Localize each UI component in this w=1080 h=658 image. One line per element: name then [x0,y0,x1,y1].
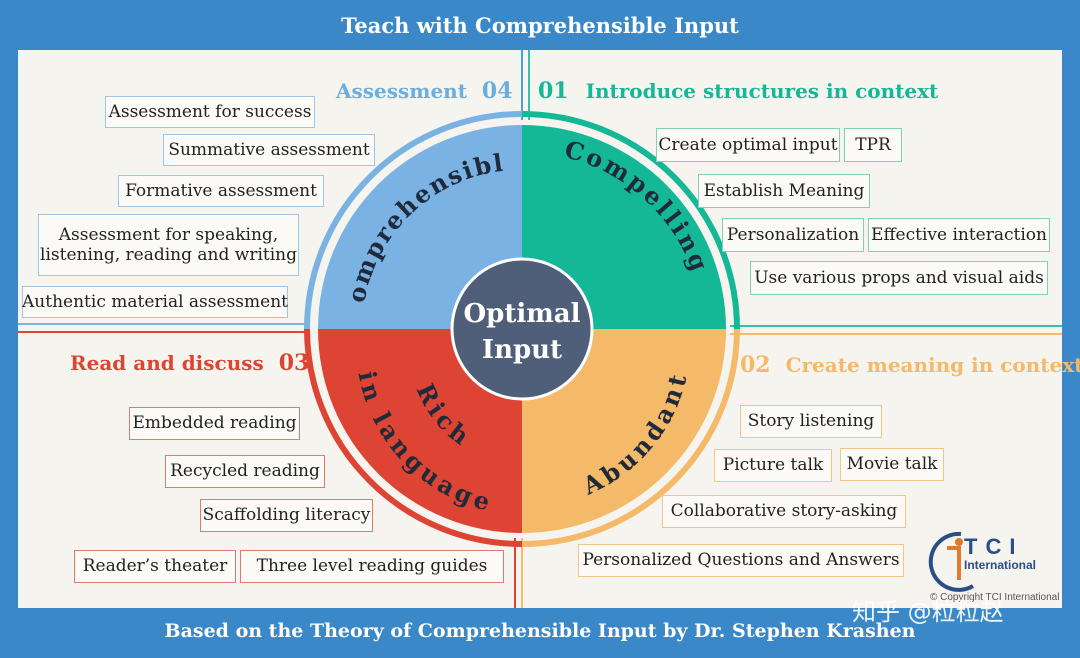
item-assessment-skills: Assessment for speaking, listening, read… [38,214,299,276]
heading-create-label: Create meaning in context [785,353,1080,377]
item-formative-assessment: Formative assessment [118,175,324,207]
heading-introduce-number: 01 [538,78,569,104]
page-title: Teach with Comprehensible Input [341,12,739,38]
copyright-text: © Copyright TCI International [930,592,1060,603]
item-effective-interaction: Effective interaction [868,218,1050,252]
diagram-canvas: Optimal Input Comprehensible Compelling … [18,50,1080,608]
heading-assessment: Assessment 04 [336,78,513,104]
wedge-comprehensible [318,125,522,329]
watermark: 知乎 @粒粒赵 [852,598,1004,626]
wedge-rich [318,329,522,533]
outer-arc-blue [304,111,523,330]
outer-arc-red [304,328,523,547]
logo-name: TCI [964,534,1024,559]
center-line-2: Input [482,335,562,365]
item-assessment-skills-line-1: Assessment for speaking, [58,224,279,245]
logo-sub: International [964,558,1037,572]
footer-text: Based on the Theory of Comprehensible In… [164,620,916,642]
item-three-level-reading: Three level reading guides [240,550,504,583]
item-authentic-material: Authentic material assessment [22,286,288,318]
wedge-compelling [522,125,726,329]
item-assessment-for-success: Assessment for success [105,96,315,128]
item-embedded-reading: Embedded reading [129,407,300,440]
item-personalized-qa: Personalized Questions and Answers [578,544,904,577]
tci-logo-icon [928,531,975,592]
item-collaborative-story-asking: Collaborative story-asking [662,495,906,528]
heading-read: Read and discuss 03 [70,350,309,376]
item-readers-theater: Reader’s theater [74,550,236,583]
item-establish-meaning: Establish Meaning [698,174,870,208]
item-props-visual-aids: Use various props and visual aids [750,261,1048,295]
outer-arc-orange [521,328,740,547]
logo-text: TCI International [964,534,1036,572]
item-personalization: Personalization [722,218,864,252]
heading-create-number: 02 [740,352,771,378]
item-assessment-skills-line-2: listening, reading and writing [40,245,297,265]
center-circle [450,257,594,401]
item-scaffolding-literacy: Scaffolding literacy [200,499,373,532]
heading-introduce-label: Introduce structures in context [585,79,939,103]
item-movie-talk: Movie talk [840,448,944,481]
item-create-optimal-input: Create optimal input [656,128,840,162]
heading-read-label: Read and discuss [70,351,264,375]
item-summative-assessment: Summative assessment [163,134,375,166]
wedge-abundant [522,329,726,533]
center-line-1: Optimal [464,299,581,329]
heading-create: 02 Create meaning in context [740,352,1080,378]
heading-introduce: 01 Introduce structures in context [538,78,938,104]
item-recycled-reading: Recycled reading [165,455,325,488]
item-tpr: TPR [844,128,902,162]
heading-assessment-label: Assessment [336,79,467,103]
outer-arc-green [521,111,740,330]
item-story-listening: Story listening [740,405,882,438]
heading-assessment-number: 04 [481,78,513,104]
item-picture-talk: Picture talk [714,449,832,482]
heading-read-number: 03 [278,350,310,376]
